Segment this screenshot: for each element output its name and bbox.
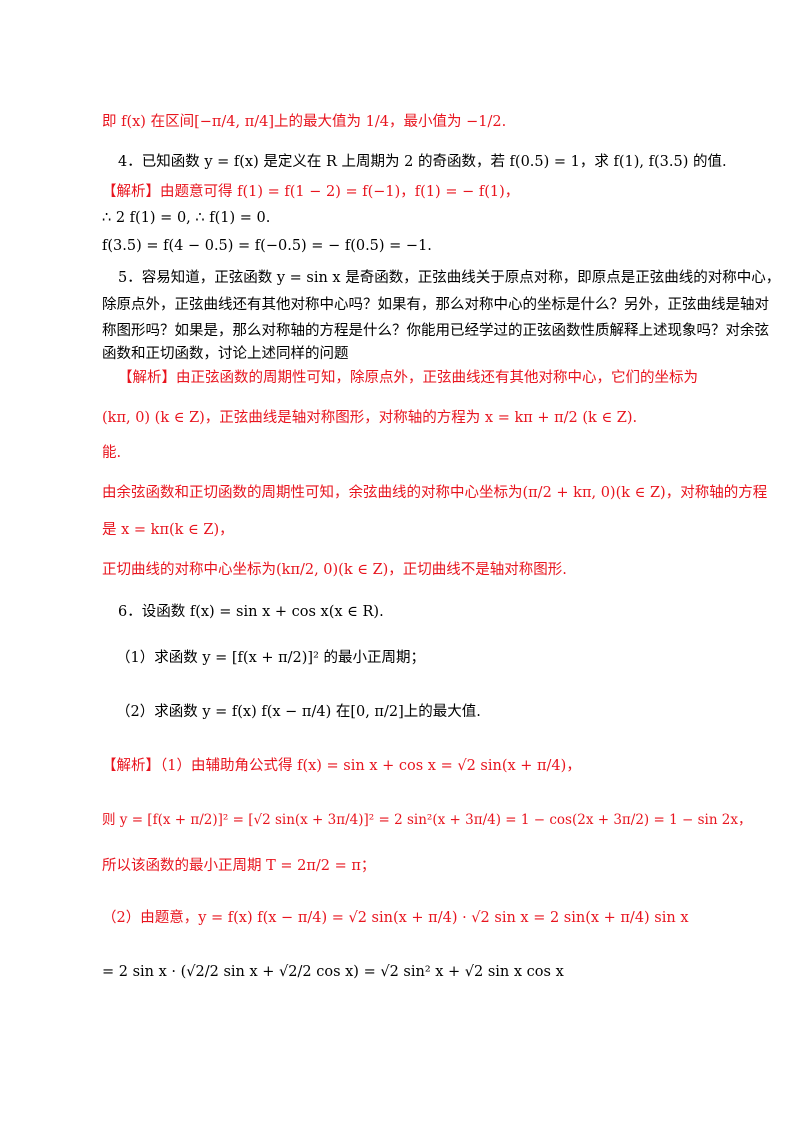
problem-5-solution-line-4: 由余弦函数和正切函数的周期性可知，余弦曲线的对称中心坐标为(π/2 + kπ, … [102,485,768,501]
problem-6-statement: 6．设函数 f(x) = sin x + cos x(x ∈ R). [118,604,384,620]
problem-6-part-2: （2）求函数 y = f(x) f(x − π/4) 在[0, π/2]上的最大… [116,704,481,720]
answer-3-conclusion: 即 f(x) 在区间[−π/4, π/4]上的最大值为 1/4，最小值为 −1/… [102,114,507,130]
problem-6-solution-line-2: 则 y = [f(x + π/2)]² = [√2 sin(x + 3π/4)]… [102,812,752,828]
problem-5-solution-line-1: 【解析】由正弦函数的周期性可知，除原点外，正弦曲线还有其他对称中心，它们的坐标为 [118,370,698,386]
problem-6-solution-line-1: 【解析】（1）由辅助角公式得 f(x) = sin x + cos x = √2… [102,758,581,774]
problem-5-solution-line-6: 正切曲线的对称中心坐标为(kπ/2, 0)(k ∈ Z)，正切曲线不是轴对称图形… [102,562,567,578]
problem-5-solution-line-2: (kπ, 0) (k ∈ Z)，正弦曲线是轴对称图形，对称轴的方程为 x = k… [102,410,638,426]
problem-4-solution-line-1: 【解析】由题意可得 f(1) = f(1 − 2) = f(−1)，f(1) =… [102,184,520,200]
problem-6-solution-line-3: 所以该函数的最小正周期 T = 2π/2 = π； [102,858,376,874]
problem-6-solution-line-5: = 2 sin x · (√2/2 sin x + √2/2 cos x) = … [102,964,564,980]
problem-5-line-3: 称图形吗？如果是，那么对称轴的方程是什么？你能用已经学过的正弦函数性质解释上述现… [102,323,769,339]
problem-6-solution-line-4: （2）由题意，y = f(x) f(x − π/4) = √2 sin(x + … [102,910,689,926]
problem-6-part-1: （1）求函数 y = [f(x + π/2)]² 的最小正周期； [116,650,425,666]
problem-5-solution-line-5: 是 x = kπ(k ∈ Z)， [102,522,234,538]
problem-4-solution-line-2: ∴ 2 f(1) = 0, ∴ f(1) = 0. [102,210,271,226]
problem-4-solution-line-3: f(3.5) = f(4 − 0.5) = f(−0.5) = − f(0.5)… [102,238,432,254]
problem-5-line-4: 函数和正切函数，讨论上述同样的问题 [102,346,349,362]
problem-5-line-2: 除原点外，正弦曲线还有其他对称中心吗？如果有，那么对称中心的坐标是什么？另外，正… [102,297,769,313]
problem-4-statement: 4．已知函数 y = f(x) 是定义在 R 上周期为 2 的奇函数，若 f(0… [118,154,727,170]
problem-5-line-1: 5．容易知道，正弦函数 y = sin x 是奇函数，正弦曲线关于原点对称，即原… [118,270,781,286]
problem-5-solution-line-3: 能. [102,445,122,461]
